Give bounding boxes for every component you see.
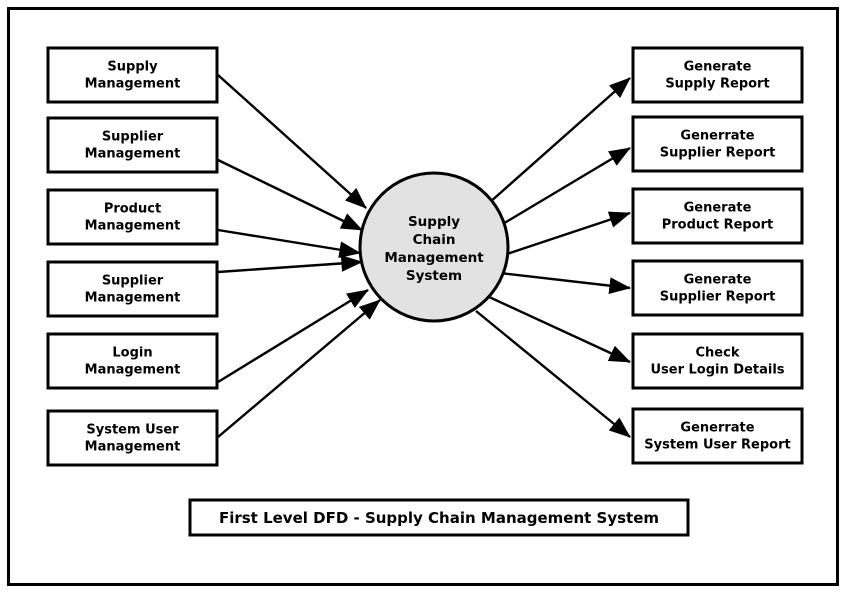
flow-process-to-generate-supply-report xyxy=(488,77,631,204)
flow-process-to-generate-product-report xyxy=(503,211,631,257)
entity-generrate-system-user-report-line-1: Generrate xyxy=(680,421,754,436)
flow-login-management-to-process xyxy=(217,288,369,384)
process-label-line-4: System xyxy=(406,268,462,284)
flow-supply-management-to-process xyxy=(217,74,367,209)
process-circle-shape xyxy=(358,171,510,323)
output-entities: Generate Supply Report Generrate Supplie… xyxy=(631,46,804,465)
entity-login-management[interactable]: Login Management xyxy=(46,332,219,390)
process-label-line-2: Chain xyxy=(413,232,456,248)
process-label-line-3: Management xyxy=(384,250,484,266)
entity-supplier-management-1-line-1: Supplier xyxy=(102,130,164,145)
entity-supply-management-line-1: Supply xyxy=(107,60,158,75)
entity-generrate-supplier-report[interactable]: Generrate Supplier Report xyxy=(631,115,804,173)
process-node-supply-chain-management-system[interactable]: Supply Chain Management System xyxy=(358,171,510,323)
entity-check-user-login-details-line-2: User Login Details xyxy=(650,363,784,378)
flow-process-to-generrate-system-user-report xyxy=(475,310,631,438)
entity-generrate-system-user-report-line-2: System User Report xyxy=(644,438,790,453)
flow-system-user-management-to-process xyxy=(217,299,381,438)
entity-generate-supply-report-line-2: Supply Report xyxy=(665,77,769,92)
flow-supplier-management-1-to-process xyxy=(217,158,363,232)
entity-generrate-supplier-report-line-1: Generrate xyxy=(680,129,754,144)
diagram-caption: First Level DFD - Supply Chain Managemen… xyxy=(188,498,690,537)
entity-generate-supply-report[interactable]: Generate Supply Report xyxy=(631,46,804,104)
process-label-line-1: Supply xyxy=(408,214,460,230)
entity-supplier-management-1[interactable]: Supplier Management xyxy=(46,116,219,174)
entity-generrate-system-user-report[interactable]: Generrate System User Report xyxy=(631,407,804,465)
diagram-frame xyxy=(7,7,839,586)
entity-system-user-management[interactable]: System User Management xyxy=(46,409,219,467)
flow-product-management-to-process xyxy=(217,228,361,258)
entity-supply-management[interactable]: Supply Management xyxy=(46,46,219,104)
entity-product-management[interactable]: Product Management xyxy=(46,188,219,246)
entity-supplier-management-2-line-1: Supplier xyxy=(102,274,164,289)
entity-generate-supplier-report[interactable]: Generate Supplier Report xyxy=(631,259,804,317)
entity-generate-product-report-line-2: Product Report xyxy=(662,218,774,233)
entity-supplier-management-1-line-2: Management xyxy=(85,147,181,162)
entity-check-user-login-details[interactable]: Check User Login Details xyxy=(631,332,804,390)
input-flow-arrows xyxy=(217,74,381,438)
entity-system-user-management-line-2: Management xyxy=(85,440,181,455)
flow-process-to-generrate-supplier-report xyxy=(495,146,631,230)
entity-supply-management-line-2: Management xyxy=(85,77,181,92)
entity-login-management-line-1: Login xyxy=(112,346,152,361)
entity-generate-supplier-report-line-1: Generate xyxy=(684,273,752,288)
caption-box xyxy=(188,498,690,537)
caption-title: First Level DFD - Supply Chain Managemen… xyxy=(219,509,659,527)
flow-process-to-generate-supplier-report xyxy=(499,271,631,294)
entity-supplier-management-2-line-2: Management xyxy=(85,291,181,306)
entity-generate-supplier-report-line-2: Supplier Report xyxy=(660,290,776,305)
entity-generate-product-report-line-1: Generate xyxy=(684,201,752,216)
flow-process-to-check-user-login-details xyxy=(486,294,631,364)
entity-product-management-line-2: Management xyxy=(85,219,181,234)
entity-check-user-login-details-line-1: Check xyxy=(696,346,740,361)
entity-login-management-line-2: Management xyxy=(85,363,181,378)
flow-supplier-management-2-to-process xyxy=(217,255,363,274)
input-entities: Supply Management Supplier Management Pr… xyxy=(46,46,219,467)
entity-supplier-management-2[interactable]: Supplier Management xyxy=(46,260,219,318)
entity-system-user-management-line-1: System User xyxy=(86,423,179,438)
entity-generate-supply-report-line-1: Generate xyxy=(684,60,752,75)
entity-product-management-line-1: Product xyxy=(104,202,161,217)
entity-generrate-supplier-report-line-2: Supplier Report xyxy=(660,146,776,161)
entity-generate-product-report[interactable]: Generate Product Report xyxy=(631,187,804,245)
output-flow-arrows xyxy=(475,77,631,438)
